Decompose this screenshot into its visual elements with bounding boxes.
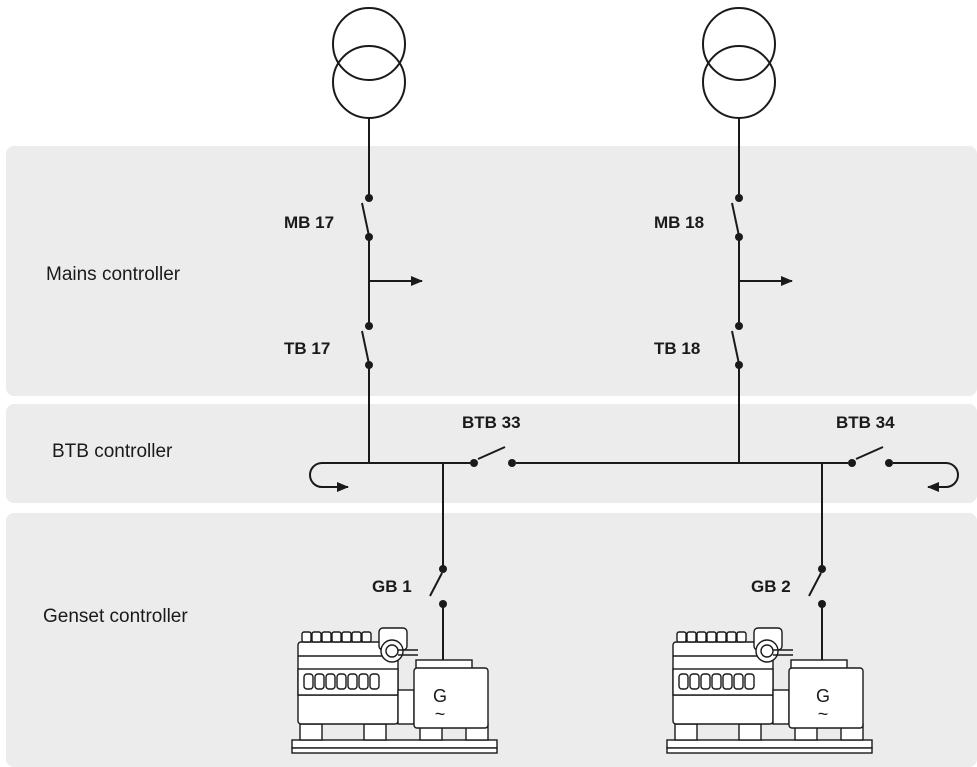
generator-wave: ~ (818, 704, 829, 724)
btb-controller-label: BTB controller (52, 441, 173, 462)
transformer-icon (332, 7, 406, 119)
circuit-breaker-icon (361, 322, 373, 369)
left-feeder (361, 118, 423, 463)
breaker-label-mb18: MB 18 (654, 213, 704, 232)
engine-icon (666, 627, 873, 754)
genset-1: G ~ (291, 627, 498, 754)
circuit-breaker-icon (429, 565, 447, 608)
breaker-label-gb1: GB 1 (372, 577, 412, 596)
breaker-label-btb34: BTB 34 (836, 413, 895, 432)
genset-controller-label: Genset controller (43, 606, 188, 627)
breaker-label-tb18: TB 18 (654, 339, 700, 358)
genset-2: G ~ (666, 627, 873, 754)
busbar (309, 446, 959, 492)
generator-icon: G ~ (788, 659, 864, 729)
circuit-breaker-icon (361, 194, 373, 241)
generator-1-feeder (429, 463, 447, 667)
generator-wave: ~ (435, 704, 446, 724)
generator-2-feeder (808, 463, 826, 667)
circuit-breaker-icon (808, 565, 826, 608)
circuit-breaker-icon (731, 322, 743, 369)
generator-icon: G ~ (413, 659, 489, 729)
generator-symbol: G (816, 686, 830, 706)
mains-controller-label: Mains controller (46, 264, 181, 285)
circuit-breaker-icon (731, 194, 743, 241)
generator-symbol: G (433, 686, 447, 706)
breaker-label-gb2: GB 2 (751, 577, 791, 596)
breaker-label-tb17: TB 17 (284, 339, 330, 358)
circuit-breaker-icon (470, 446, 516, 467)
mains-controller-band (6, 146, 977, 396)
transformer-icon (702, 7, 776, 119)
circuit-breaker-icon (848, 446, 893, 467)
engine-icon (291, 627, 498, 754)
breaker-label-mb17: MB 17 (284, 213, 334, 232)
right-feeder (731, 118, 793, 463)
breaker-label-btb33: BTB 33 (462, 413, 521, 432)
